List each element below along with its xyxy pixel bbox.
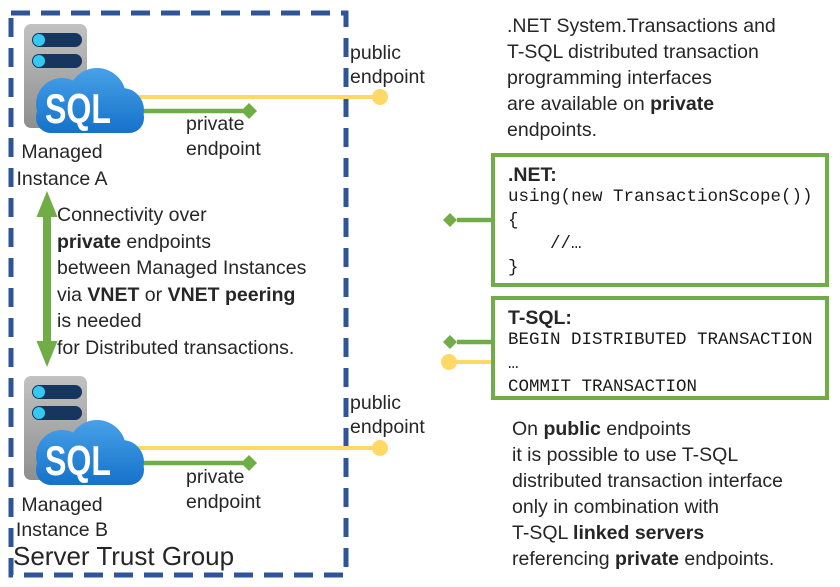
bidirectional-connectivity-arrow <box>36 191 58 367</box>
dotnet-connector-arrowhead <box>443 213 457 227</box>
dotnet-code-box: .NET: using(new TransactionScope()) { //… <box>491 153 829 287</box>
tsql-code-box: T-SQL: BEGIN DISTRIBUTED TRANSACTION … C… <box>491 296 829 400</box>
code-line: using(new TransactionScope()) <box>508 187 813 207</box>
private-endpoint-label-b: private endpoint <box>186 466 261 513</box>
sql-cloud-icon: SQL <box>36 420 144 485</box>
tsql-box-title: T-SQL: <box>508 307 572 329</box>
public-endpoints-note: On public endpoints it is possible to us… <box>512 418 783 570</box>
managed-instance-b-icon: SQL <box>24 376 144 485</box>
server-trust-group-label: Server Trust Group <box>13 541 235 571</box>
code-line: //… <box>508 234 582 254</box>
private-endpoint-arrowhead-b <box>241 455 257 471</box>
sql-logo-text: SQL <box>45 437 111 484</box>
code-line: BEGIN DISTRIBUTED TRANSACTION <box>508 330 813 350</box>
server-trust-group-border <box>8 10 349 578</box>
sql-cloud-icon: SQL <box>36 68 144 133</box>
code-line: … <box>508 353 519 374</box>
managed-instance-a-label: Managed Instance A <box>16 141 108 190</box>
private-endpoint-label-a: private endpoint <box>186 113 261 160</box>
managed-instance-a-icon: SQL <box>24 24 144 133</box>
private-endpoints-note: .NET System.Transactions and T-SQL distr… <box>507 15 776 141</box>
private-endpoint-arrowhead-a <box>241 103 257 119</box>
connectivity-note: Connectivity over private endpoints betw… <box>57 204 307 359</box>
code-line: } <box>508 257 519 278</box>
code-line: COMMIT TRANSACTION <box>508 377 698 397</box>
code-line: { <box>508 210 519 231</box>
public-endpoint-label-b: public endpoint <box>350 392 425 438</box>
dotnet-box-title: .NET: <box>508 164 557 186</box>
tsql-public-connector-dot <box>441 354 457 370</box>
public-endpoint-dot-b <box>372 440 388 456</box>
sql-logo-text: SQL <box>45 85 111 132</box>
managed-instance-b-label: Managed Instance B <box>15 494 109 541</box>
public-endpoint-label-a: public endpoint <box>350 42 425 88</box>
tsql-private-connector-arrowhead <box>443 335 457 349</box>
public-endpoint-dot-a <box>372 89 388 105</box>
